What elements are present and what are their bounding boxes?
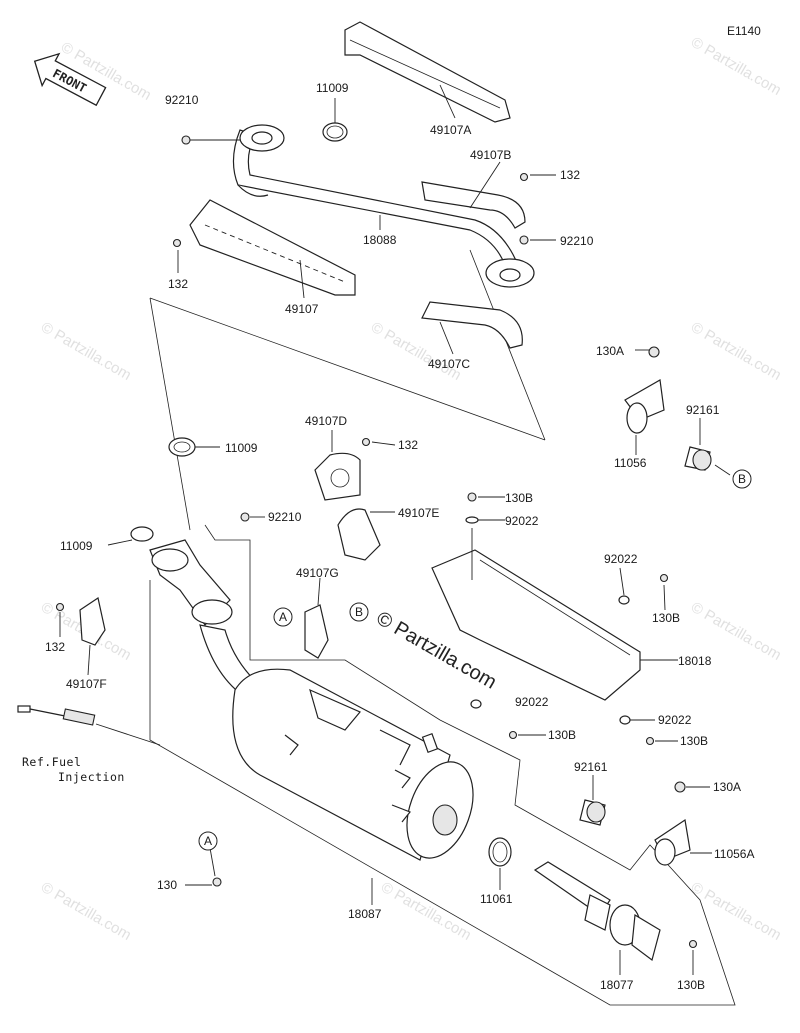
heat-shield-49107b bbox=[421, 181, 526, 229]
part-label: 18018 bbox=[678, 654, 712, 668]
oxygen-sensor bbox=[17, 705, 161, 746]
watermark: © Partzilla.com bbox=[688, 319, 784, 384]
heat-shield-49107f bbox=[55, 597, 106, 676]
part-label: 11009 bbox=[316, 81, 349, 95]
part-label: 130B bbox=[680, 734, 708, 748]
watermark: © Partzilla.com bbox=[38, 879, 134, 944]
part-label: 92022 bbox=[515, 695, 549, 709]
watermark: © Partzilla.com bbox=[368, 319, 464, 384]
bracket-11056a bbox=[579, 775, 712, 866]
bolt-130 bbox=[212, 877, 222, 887]
part-label: 92210 bbox=[268, 510, 302, 524]
part-label: 11061 bbox=[480, 892, 513, 906]
guide-outline-muffler bbox=[149, 524, 736, 1006]
part-label: 49107F bbox=[66, 677, 107, 691]
heat-shield-18018 bbox=[431, 492, 678, 701]
guide-triangle-upper bbox=[149, 249, 546, 531]
part-label: 132 bbox=[560, 168, 580, 182]
nut-92210-mid bbox=[240, 512, 250, 522]
bolt-130b bbox=[508, 730, 518, 740]
gasket-11009-left bbox=[130, 526, 154, 542]
part-label: 132 bbox=[398, 438, 418, 452]
part-label: 132 bbox=[168, 277, 188, 291]
part-label: 49107D bbox=[305, 414, 347, 428]
part-label: 130B bbox=[548, 728, 576, 742]
heat-shield-49107a bbox=[344, 21, 511, 123]
part-label: 92210 bbox=[560, 234, 594, 248]
nut-92210 bbox=[181, 135, 191, 145]
part-number-labels: 92210 11009 49107A 49107B 132 92210 1808… bbox=[45, 81, 754, 992]
bolt-132 bbox=[519, 172, 529, 182]
part-label: 92022 bbox=[658, 713, 692, 727]
heat-shield-49107g bbox=[304, 577, 329, 659]
watermark: © Partzilla.com bbox=[688, 879, 784, 944]
washer-92022 bbox=[619, 715, 631, 725]
svg-text:B: B bbox=[738, 472, 746, 486]
heat-shield-49107d bbox=[314, 430, 396, 501]
watermark: © Partzilla.com bbox=[378, 879, 474, 944]
ref-note-line1: Ref.Fuel bbox=[22, 755, 81, 769]
bracket-11056 bbox=[624, 346, 731, 476]
gasket-11061 bbox=[488, 837, 512, 867]
leader-lines-top bbox=[177, 84, 556, 355]
nut-92210 bbox=[519, 235, 529, 245]
part-label: 11056 bbox=[614, 456, 647, 470]
callout-b-center: B bbox=[349, 602, 369, 622]
part-label: 92022 bbox=[505, 514, 539, 528]
part-label: 49107C bbox=[428, 357, 470, 371]
part-label: 130B bbox=[652, 611, 680, 625]
part-label: 130A bbox=[713, 780, 741, 794]
part-label: 92161 bbox=[686, 403, 720, 417]
part-label: 18077 bbox=[600, 978, 634, 992]
part-label: 130B bbox=[505, 491, 533, 505]
bolt-132 bbox=[172, 238, 182, 248]
part-label: 18087 bbox=[348, 907, 382, 921]
watermark: © Partzilla.com bbox=[38, 319, 134, 384]
part-label: 11056A bbox=[714, 847, 754, 861]
callout-a-top: A bbox=[273, 607, 293, 627]
tailpipe-18077 bbox=[533, 861, 698, 975]
heat-shield-49107e bbox=[337, 508, 395, 561]
part-label: 18088 bbox=[363, 233, 397, 247]
heat-shield-49107c bbox=[421, 301, 523, 349]
ref-note-line2: Injection bbox=[58, 770, 125, 784]
part-label: 130 bbox=[157, 878, 177, 892]
heat-shield-49107 bbox=[189, 199, 356, 296]
part-label: 11009 bbox=[60, 539, 93, 553]
svg-text:A: A bbox=[279, 610, 287, 624]
washer-92022 bbox=[470, 699, 482, 709]
diagram-code: E1140 bbox=[727, 24, 761, 38]
part-label: 92210 bbox=[165, 93, 199, 107]
part-label: 49107G bbox=[296, 566, 339, 580]
part-label: 92161 bbox=[574, 760, 608, 774]
svg-text:B: B bbox=[355, 605, 363, 619]
part-label: 130A bbox=[596, 344, 624, 358]
callout-a-bottom: A bbox=[198, 831, 218, 851]
muffler-18087 bbox=[232, 668, 474, 861]
gasket-11009-mid bbox=[168, 437, 196, 457]
part-label: 49107B bbox=[470, 148, 511, 162]
svg-text:A: A bbox=[204, 834, 212, 848]
part-label: 92022 bbox=[604, 552, 638, 566]
part-label: 49107 bbox=[285, 302, 319, 316]
part-label: 11009 bbox=[225, 441, 258, 455]
part-label: 130B bbox=[677, 978, 705, 992]
callout-b-right: B bbox=[732, 469, 752, 489]
part-label: 132 bbox=[45, 640, 65, 654]
part-label: 49107E bbox=[398, 506, 439, 520]
exhaust-pipe-18088 bbox=[232, 124, 535, 288]
bolt-130b bbox=[645, 736, 655, 746]
watermark: © Partzilla.com bbox=[688, 34, 784, 99]
part-label: 49107A bbox=[430, 123, 471, 137]
